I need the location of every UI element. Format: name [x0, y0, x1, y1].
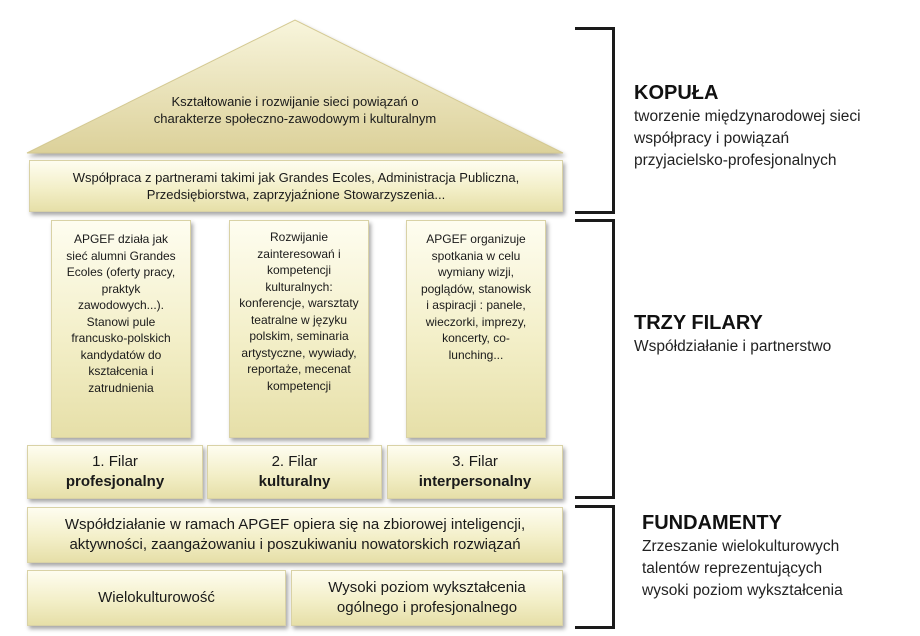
bracket-foundation: [575, 505, 615, 629]
section-line: współpracy i powiązań: [634, 130, 790, 147]
section-line: Zrzeszanie wielokulturowych: [642, 538, 840, 555]
column-line: zawodowych...).: [77, 298, 165, 312]
section-title: TRZY FILARY: [634, 312, 763, 334]
column-line: koncerty, co-: [442, 331, 510, 345]
pillar-column-professional: APGEF działa jak sieć alumni Grandes Eco…: [51, 220, 191, 438]
section-line: wysoki poziom wykształcenia: [642, 582, 843, 599]
roof-text-line: Kształtowanie i rozwijanie sieci powiąza…: [171, 94, 419, 109]
column-line: wymiany wizji,: [437, 265, 514, 279]
column-line: sieć alumni Grandes: [66, 248, 176, 263]
column-line: polskim, seminaria: [249, 329, 349, 343]
column-line: APGEF działa jak: [73, 232, 169, 246]
column-line: Stanowi pule: [86, 314, 156, 329]
base-education: Wysoki poziom wykształcenia ogólnego i p…: [291, 570, 563, 626]
column-line: praktyk: [101, 281, 141, 296]
beam-text-line: Współpraca z partnerami takimi jak Grand…: [72, 170, 520, 185]
pillar-name: profesjonalny: [65, 473, 165, 490]
section-line: Współdziałanie i partnerstwo: [634, 338, 832, 355]
column-line: francusko-polskich: [71, 331, 171, 345]
column-line: i aspiracji : panele,: [426, 298, 526, 312]
foundation-text-line: aktywności, zaangażowaniu i poszukiwaniu…: [69, 536, 521, 553]
roof-text: Kształtowanie i rozwijanie sieci powiąza…: [110, 93, 480, 127]
column-line: zatrudnienia: [88, 380, 154, 395]
column-line: kształcenia i: [88, 364, 154, 378]
pillar-column-cultural: Rozwijanie zainteresowań i kompetencji k…: [229, 220, 369, 438]
column-line: reportaże, mecenat: [247, 362, 351, 376]
column-line: Ecoles (oferty pracy,: [66, 265, 176, 279]
column-line: konferencje, warsztaty: [239, 296, 359, 310]
pillar-label-interpersonal: 3. Filar interpersonalny: [387, 445, 563, 499]
pillar-name: interpersonalny: [418, 473, 532, 490]
foundation-text-line: Współdziałanie w ramach APGEF opiera się…: [64, 516, 526, 533]
pillar-number: 2. Filar: [271, 453, 318, 470]
section-title: KOPUŁA: [634, 82, 719, 104]
column-line: poglądów, stanowisk: [420, 281, 532, 296]
pillar-label-professional: 1. Filar profesjonalny: [27, 445, 203, 499]
column-line: teatralne w języku: [250, 312, 348, 327]
column-line: artystyczne, wywiady,: [241, 345, 357, 360]
beam-box: Współpraca z partnerami takimi jak Grand…: [29, 160, 563, 212]
beam-text-line: Przedsiębiorstwa, zaprzyjaźnione Stowarz…: [146, 187, 446, 202]
pillar-column-interpersonal: APGEF organizuje spotkania w celu wymian…: [406, 220, 546, 438]
bracket-pillars: [575, 219, 615, 499]
base-text: Wielokulturowość: [98, 589, 215, 606]
section-title: FUNDAMENTY: [642, 512, 782, 534]
column-line: Rozwijanie: [269, 230, 329, 244]
column-line: wieczorki, imprezy,: [425, 314, 527, 329]
section-roof: KOPUŁA tworzenie międzynarodowej sieci w…: [634, 80, 861, 172]
roof-text-line: charakterze społeczno-zawodowym i kultur…: [153, 111, 437, 126]
column-line: kompetencji: [266, 378, 332, 393]
foundation-box: Współdziałanie w ramach APGEF opiera się…: [27, 507, 563, 563]
pillar-name: kulturalny: [258, 473, 331, 490]
section-pillars: TRZY FILARY Współdziałanie i partnerstwo: [634, 310, 831, 358]
section-line: talentów reprezentujących: [642, 560, 823, 577]
bracket-roof: [575, 27, 615, 214]
column-line: spotkania w celu: [431, 248, 521, 263]
column-line: kandydatów do: [80, 347, 162, 362]
column-line: lunching...: [448, 347, 504, 362]
column-line: zainteresowań i: [257, 246, 341, 261]
section-line: przyjacielsko-profesjonalnych: [634, 152, 837, 169]
roof: Kształtowanie i rozwijanie sieci powiąza…: [0, 0, 580, 160]
pillar-number: 1. Filar: [92, 453, 138, 470]
roof-triangle: [26, 19, 564, 154]
pillar-number: 3. Filar: [452, 453, 498, 470]
base-text-line: Wysoki poziom wykształcenia: [328, 579, 526, 596]
section-foundation: FUNDAMENTY Zrzeszanie wielokulturowych t…: [642, 510, 843, 602]
section-line: tworzenie międzynarodowej sieci: [634, 108, 861, 125]
column-line: APGEF organizuje: [426, 232, 526, 246]
base-text-line: ogólnego i profesjonalnego: [336, 599, 518, 616]
column-line: kulturalnych:: [265, 279, 333, 294]
column-line: kompetencji: [266, 263, 332, 277]
pillar-label-cultural: 2. Filar kulturalny: [207, 445, 382, 499]
base-multiculturalism: Wielokulturowość: [27, 570, 286, 626]
